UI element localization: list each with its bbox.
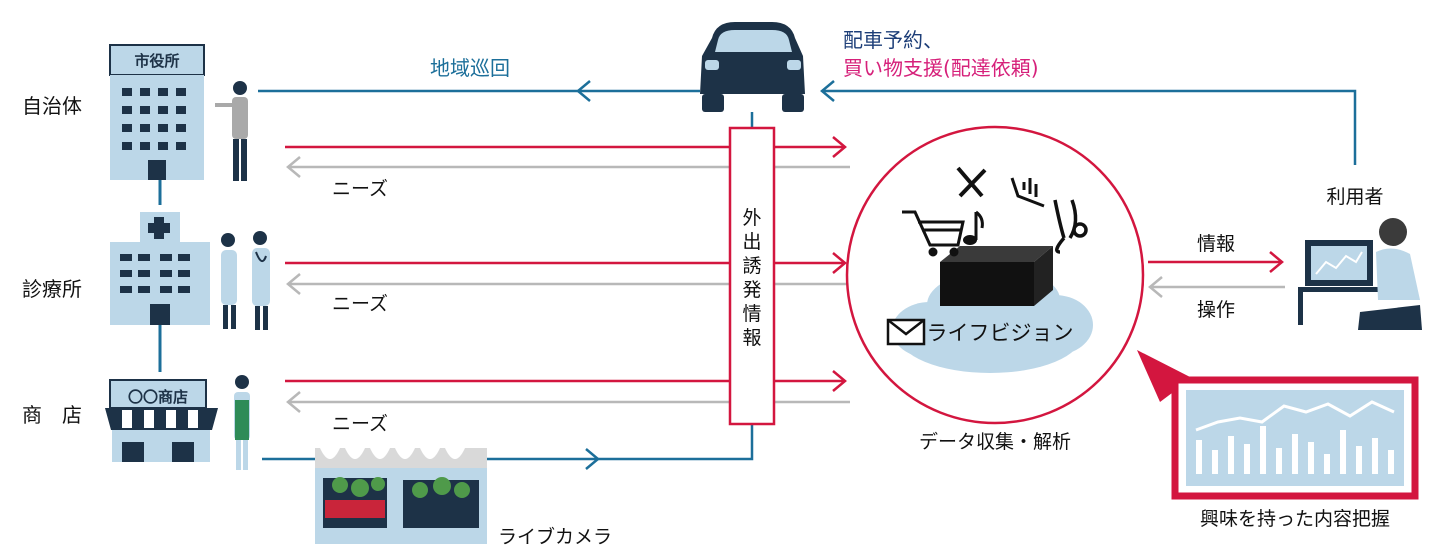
- label-data-analysis: データ収集・解析: [919, 431, 1071, 453]
- label-needs-3: ニーズ: [332, 413, 388, 435]
- label-operation: 操作: [1197, 299, 1235, 321]
- shop-clerk-icon: [234, 375, 250, 470]
- callout-pointer: [1137, 350, 1192, 402]
- arrowhead-icon: [576, 80, 591, 102]
- operation-arrow: [1148, 276, 1285, 298]
- label-insight: 興味を持った内容把握: [1200, 508, 1390, 530]
- shopping-cart-icon: [902, 210, 965, 257]
- official-person-icon: [215, 81, 248, 181]
- label-needs-1: ニーズ: [332, 178, 388, 200]
- mail-icon: [886, 318, 926, 346]
- arrowhead-icon: [820, 80, 835, 102]
- outing-info-box: [728, 126, 776, 426]
- label-outing-info: 外出誘発情報: [742, 207, 761, 349]
- city-hall-icon: [109, 44, 205, 180]
- user-at-laptop-icon: [1298, 218, 1422, 330]
- stethoscope-icon: [1053, 199, 1088, 254]
- label-shop: 商 店: [22, 403, 82, 427]
- info-out-arrow: [1148, 251, 1284, 273]
- label-user: 利用者: [1326, 186, 1383, 208]
- label-clinic: 診療所: [22, 277, 82, 301]
- clinic-icon: [110, 212, 210, 325]
- booking-line: [822, 89, 1357, 165]
- live-camera-shop-icon: [315, 448, 487, 544]
- shop-icon: [105, 379, 218, 462]
- label-municipality: 自治体: [22, 94, 82, 118]
- label-regional-patrol: 地域巡回: [430, 56, 510, 80]
- bar-chart-icon: [1010, 177, 1045, 208]
- label-live-camera: ライブカメラ: [498, 525, 612, 548]
- label-booking-line1: 配車予約、: [843, 28, 943, 52]
- medical-staff-icon: [221, 231, 270, 330]
- label-info-out: 情報: [1197, 233, 1235, 255]
- label-needs-2: ニーズ: [332, 293, 388, 315]
- shop-sign: 〇〇商店: [128, 388, 188, 406]
- car-icon: [700, 22, 805, 112]
- arrowhead-icon: [585, 448, 600, 470]
- label-life-vision: ライフビジョン: [927, 321, 1074, 345]
- fork-knife-icon: [956, 166, 987, 198]
- black-box-icon: [940, 246, 1053, 306]
- music-note-icon: [963, 210, 984, 245]
- insight-chart-icon: [1195, 400, 1395, 474]
- label-booking-line2: 買い物支援(配達依頼): [843, 56, 1039, 80]
- city-hall-sign: 市役所: [134, 52, 179, 70]
